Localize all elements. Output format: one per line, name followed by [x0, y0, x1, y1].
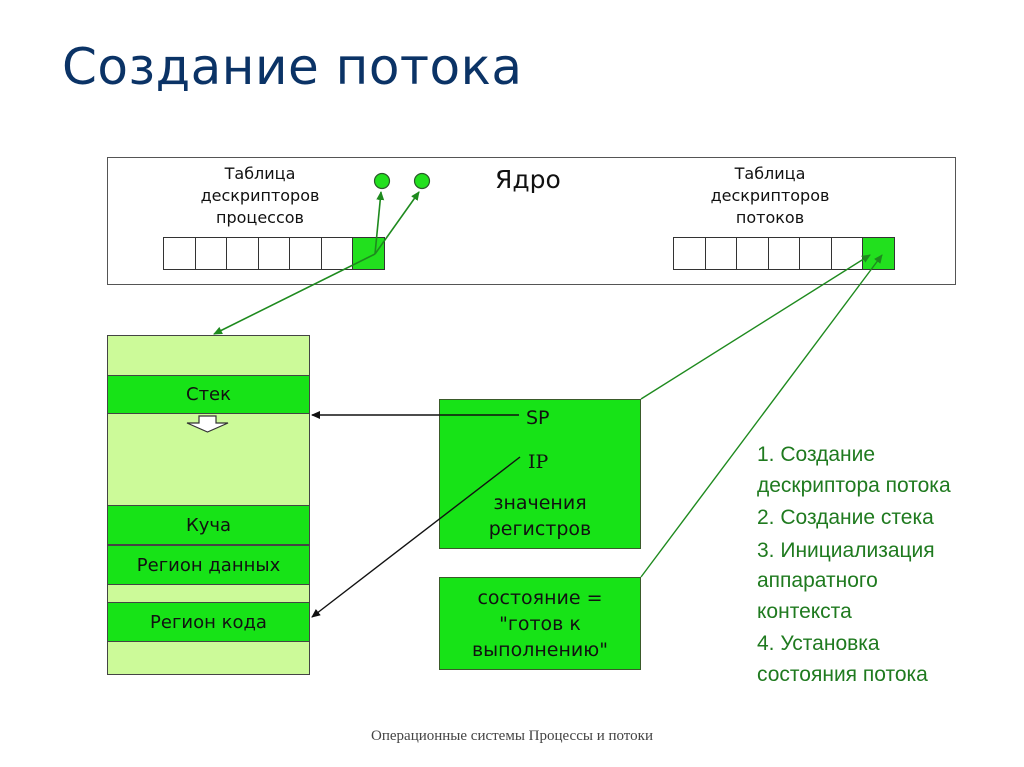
- process-descriptor-table: [163, 237, 385, 270]
- code-segment: Регион кода: [107, 602, 310, 642]
- heap-segment: Куча: [107, 505, 310, 545]
- descriptor-cell: [767, 237, 800, 270]
- caption-line: дескрипторов: [710, 186, 830, 205]
- step-text: аппаратного: [757, 569, 878, 592]
- descriptor-cell: [830, 237, 863, 270]
- state-line: выполнению": [471, 638, 608, 661]
- descriptor-cell-active: [352, 237, 385, 270]
- ip-register-label: IP: [528, 451, 549, 473]
- slide-title: Создание потока: [62, 38, 523, 96]
- thread-descriptor-table: [673, 237, 895, 270]
- step-text: контекста: [757, 599, 852, 623]
- step-4: 4. Установка состояния потока: [757, 629, 1017, 690]
- step-text: состояния потока: [757, 662, 928, 686]
- thread-state-box: состояние = "готов к выполнению": [439, 577, 641, 670]
- state-line: состояние =: [477, 586, 603, 609]
- step-3: 3. Инициализация аппаратного контекста: [757, 536, 1017, 628]
- caption-line: значения: [493, 492, 587, 514]
- state-line: "готов к: [499, 612, 581, 635]
- descriptor-cell: [226, 237, 259, 270]
- steps-list: 1. Создание дескриптора потока 2. Создан…: [757, 440, 1017, 690]
- caption-line: Таблица: [734, 164, 806, 183]
- descriptor-cell: [799, 237, 832, 270]
- descriptor-cell: [194, 237, 227, 270]
- caption-line: процессов: [216, 208, 304, 227]
- descriptor-cell: [289, 237, 322, 270]
- step-2: 2. Создание стека: [757, 503, 1017, 534]
- descriptor-cell: [704, 237, 737, 270]
- data-segment: Регион данных: [107, 545, 310, 585]
- step-text: 4. Установка: [757, 632, 880, 655]
- register-values-caption: значения регистров: [439, 490, 641, 542]
- caption-line: дескрипторов: [200, 186, 320, 205]
- step-text: дескриптора потока: [757, 473, 951, 497]
- descriptor-cell: [257, 237, 290, 270]
- caption-line: потоков: [735, 208, 805, 227]
- slide-footer: Операционные системы Процессы и потоки: [371, 728, 653, 744]
- sp-register-label: SP: [526, 407, 550, 429]
- step-1: 1. Создание дескриптора потока: [757, 440, 1017, 501]
- caption-line: Таблица: [224, 164, 296, 183]
- step-text: 3. Инициализация: [757, 538, 935, 562]
- descriptor-cell: [736, 237, 769, 270]
- descriptor-cell: [163, 237, 196, 270]
- descriptor-cell-active: [862, 237, 895, 270]
- process-table-caption: Таблица дескрипторов процессов: [170, 163, 350, 229]
- descriptor-cell: [320, 237, 353, 270]
- kernel-label: Ядро: [495, 165, 561, 194]
- caption-line: регистров: [488, 518, 592, 540]
- stack-segment: Стек: [107, 375, 310, 414]
- descriptor-cell: [673, 237, 706, 270]
- thread-table-caption: Таблица дескрипторов потоков: [680, 163, 860, 229]
- step-text: 1. Создание: [757, 443, 876, 466]
- step-text: 2. Создание стека: [757, 506, 934, 529]
